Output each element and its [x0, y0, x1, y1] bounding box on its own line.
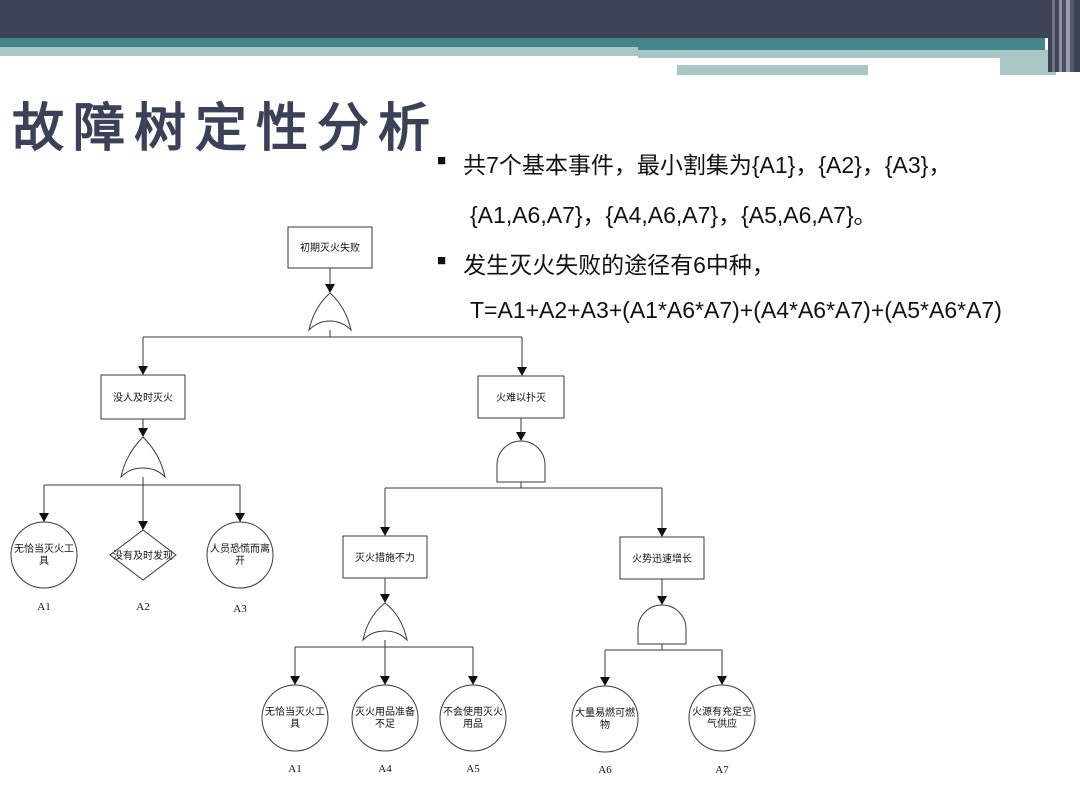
event-label-line1: 不会使用灭火: [443, 705, 503, 718]
event-id: A6: [598, 764, 612, 776]
and-gate-growth: [637, 604, 687, 645]
tree-node-rapid-growth: 火势迅速增长: [619, 536, 705, 580]
event-label-line2: 用品: [463, 718, 483, 730]
header-sage-band-left: [0, 47, 638, 56]
intermediate-label: 灭火措施不力: [355, 551, 415, 564]
intermediate-label: 火势迅速增长: [632, 552, 692, 565]
bullet-item-2: ■ 发生灭火失败的途径有6中种，: [437, 246, 775, 280]
and-gate-right-branch: [496, 440, 546, 483]
event-id: A2: [136, 601, 149, 613]
tree-node-no-timely-extinguish: 没人及时灭火: [100, 374, 186, 420]
event-label-line1: 无恰当灭火工: [265, 705, 325, 718]
tree-node-weak-measures: 灭火措施不力: [342, 535, 428, 579]
fault-tree-diagram: 初期灭火失败 没人及时灭火 火难以扑灭 灭火措施不力 火势迅速增长 无恰当灭火工…: [10, 226, 756, 776]
event-label-line2: 开: [235, 556, 245, 567]
bullet-item-1: ■ 共7个基本事件，最小割集为{A1}，{A2}，{A3}，: [437, 146, 951, 180]
tree-basic-event-A3: 人员恐慌而离 开 A3: [206, 521, 274, 615]
slide-title: 故障树定性分析: [12, 101, 440, 158]
tree-basic-event-A5: 不会使用灭火 用品 A5: [439, 684, 507, 775]
event-id: A7: [715, 764, 729, 776]
header-vertical-stripes: [1048, 0, 1080, 72]
tree-connectors: [43, 268, 723, 679]
header-sage-band-right: [638, 50, 1056, 58]
event-id: A5: [466, 763, 480, 775]
header-navy-band: [0, 0, 1048, 38]
event-label-line1: 人员恐慌而离: [210, 542, 270, 555]
tree-basic-event-A1-repeat: 无恰当灭火工 具 A1: [261, 684, 329, 775]
event-id: A4: [378, 763, 392, 775]
event-label-line2: 不足: [375, 718, 395, 730]
event-label-line2: 物: [600, 718, 610, 731]
event-label-line1: 灭火用品准备: [355, 705, 415, 718]
tree-node-top-event: 初期灭火失败: [287, 226, 373, 269]
tree-basic-event-A1: 无恰当灭火工 具 A1: [10, 521, 78, 613]
header-sage-corner: [1000, 58, 1056, 75]
top-event-label: 初期灭火失败: [300, 241, 360, 254]
bullet-2-formula: T=A1+A2+A3+(A1*A6*A7)+(A4*A6*A7)+(A5*A6*…: [470, 297, 1002, 323]
event-id: A1: [37, 601, 50, 613]
tree-basic-event-A2: 没有及时发现 A2: [109, 529, 177, 613]
event-label-line2: 气供应: [707, 717, 737, 730]
bullet-2-continuation: T=A1+A2+A3+(A1*A6*A7)+(A4*A6*A7)+(A5*A6*…: [437, 297, 1002, 324]
bullet-2-line-1: 发生灭火失败的途径有6中种，: [463, 252, 775, 278]
event-label-line1: 火源有充足空: [692, 705, 752, 718]
header-sage-band-lower: [677, 65, 868, 75]
or-gate-top: [308, 292, 352, 332]
event-label-line1: 没有及时发现: [113, 549, 173, 562]
event-label-line2: 具: [39, 555, 49, 567]
bullet-1-line-1: 共7个基本事件，最小割集为{A1}，{A2}，{A3}，: [463, 152, 952, 178]
bullet-1-line-2: {A1,A6,A7}，{A4,A6,A7}，{A5,A6,A7}。: [470, 202, 877, 228]
event-id: A3: [233, 603, 247, 615]
event-id: A1: [288, 763, 301, 775]
or-gate-left-branch: [120, 436, 166, 479]
event-label-line2: 具: [290, 718, 300, 730]
or-gate-measures: [362, 602, 408, 642]
intermediate-label: 火难以扑灭: [496, 391, 546, 404]
tree-node-hard-to-put-out: 火难以扑灭: [477, 375, 565, 419]
bullet-1-continuation: {A1,A6,A7}，{A4,A6,A7}，{A5,A6,A7}。: [437, 196, 877, 230]
bullet-square-icon: ■: [437, 152, 447, 169]
tree-gates: [120, 292, 687, 645]
tree-basic-event-A6: 大量易燃可燃 物 A6: [571, 685, 639, 776]
bullet-square-icon: ■: [437, 252, 447, 269]
event-label-line1: 无恰当灭火工: [14, 542, 74, 555]
event-label-line1: 大量易燃可燃: [575, 706, 635, 719]
tree-basic-event-A4: 灭火用品准备 不足 A4: [351, 684, 419, 775]
tree-basic-event-A7: 火源有充足空 气供应 A7: [688, 684, 756, 776]
intermediate-label: 没人及时灭火: [113, 392, 173, 404]
tree-arrowheads: [39, 284, 727, 686]
